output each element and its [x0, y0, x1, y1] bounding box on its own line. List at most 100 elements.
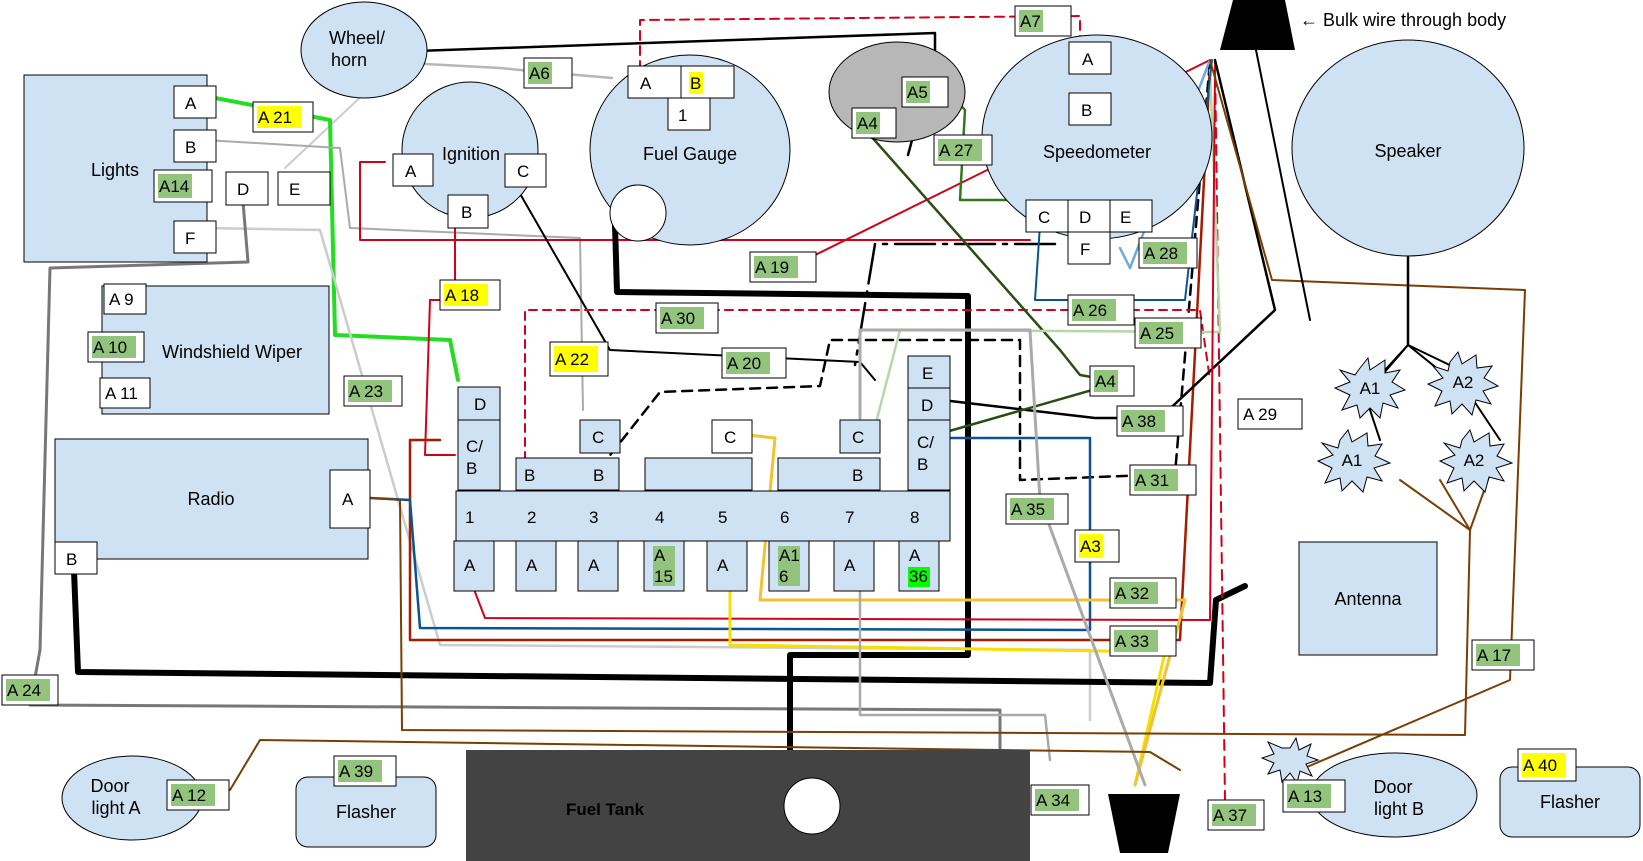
wire-label-highlight — [338, 760, 382, 782]
radio-pin-b-label: B — [66, 550, 77, 569]
fuse-top-c3 — [839, 419, 881, 454]
fuse-bottom-label: A — [717, 556, 729, 575]
bulk-top-connector — [1220, 0, 1295, 50]
wire-label-a29: A 29 — [1243, 405, 1277, 424]
fuel-tank-sender — [783, 777, 841, 835]
wire-label-a27: A 27 — [939, 141, 973, 160]
fuse-top-c1-label: C — [592, 428, 604, 447]
wire-label-highlight — [158, 174, 192, 198]
wire-label-a7: A7 — [1020, 12, 1041, 31]
wire-red-a32 — [474, 69, 1216, 621]
wire-label-highlight — [1094, 370, 1118, 392]
wire-label-highlight — [1121, 410, 1165, 432]
fuel-pin-b — [680, 65, 735, 99]
wire-label-a4-top: A4 — [857, 114, 878, 133]
wire-label-highlight — [444, 284, 488, 306]
lights-pin-e-label: E — [289, 180, 300, 199]
wire-brown-radio — [371, 479, 1471, 736]
spd-pin-b-label: B — [1081, 101, 1092, 120]
wire-label-highlight — [1476, 644, 1520, 666]
wire-black-spdf — [853, 242, 1057, 367]
fuel-pin-b-highlight — [689, 72, 703, 94]
wire-label-a11: A 11 — [105, 384, 138, 403]
wire-label-a39: A 39 — [339, 762, 373, 781]
wire-label-a17: A 17 — [1477, 646, 1511, 665]
wire-label-highlight — [1134, 469, 1178, 491]
fuse-top-d2 — [907, 387, 951, 421]
star-a1-bottom-label: A1 — [1342, 451, 1363, 470]
ign-pin-c-label: C — [517, 162, 529, 181]
speedometer-label: Speedometer — [1043, 142, 1151, 162]
speaker-label: Speaker — [1374, 141, 1441, 161]
wire-label-a9: A 9 — [109, 290, 134, 309]
fuse-bottom-box — [706, 540, 748, 592]
fuse-top-d2-label: D — [921, 396, 933, 415]
speaker-stars: A1 A2 A1 A2 — [1260, 350, 1514, 785]
wire-label-a40: A 40 — [1523, 756, 1557, 775]
fuse-top-b3 — [777, 457, 881, 491]
wire-dgray-d — [28, 188, 1002, 762]
spd-pin-e-label: E — [1120, 208, 1131, 227]
wire-label-highlight — [938, 139, 982, 161]
lights-pin-a-label: A — [185, 94, 197, 113]
wire-lgray-f — [203, 226, 1092, 722]
radio-pin-a — [329, 469, 371, 529]
wire-label-a5: A5 — [907, 83, 928, 102]
radio-pin-a-label: A — [342, 490, 354, 509]
spd-pin-e — [1109, 199, 1153, 233]
wire-brown-a29 — [1209, 59, 1526, 771]
fuse-top-cb1 — [457, 419, 501, 491]
lights-pin-a — [173, 85, 217, 119]
wire-gray-fuse7b — [858, 590, 1052, 762]
flasher-left-label: Flasher — [336, 802, 396, 822]
wire-label-a13: A 13 — [1288, 787, 1322, 806]
wire-label-a30: A 30 — [661, 309, 695, 328]
wire-label-highlight — [1114, 582, 1158, 604]
fuse-bottom-label: A — [464, 556, 476, 575]
wire-label-a34: A 34 — [1036, 791, 1070, 810]
bulk-bottom-connector — [1108, 794, 1180, 853]
wire-label-a25: A 25 — [1140, 324, 1174, 343]
wire-label-highlight — [1079, 534, 1103, 558]
wire-blue-radio — [368, 436, 1092, 632]
wire-yellow-a33 — [728, 590, 1167, 787]
wire-label-a21: A 21 — [258, 108, 292, 127]
wire-lgreen-a25 — [868, 68, 1222, 448]
fuse-top-b2-label: B — [593, 466, 604, 485]
ign-pin-b — [447, 194, 489, 229]
wire-label-highlight — [1522, 753, 1566, 777]
fuse-number: 5 — [718, 508, 727, 527]
wire-label-a31: A 31 — [1135, 471, 1169, 490]
lights-pin-d-label: D — [237, 180, 249, 199]
fuel-gauge-knob — [609, 184, 667, 242]
wire-label-a3: A3 — [1080, 537, 1101, 556]
spd-pin-c-label: C — [1038, 208, 1050, 227]
wire-label-highlight — [528, 62, 552, 84]
fuse-top-b1-label: B — [524, 466, 535, 485]
wire-black-bulk — [1254, 44, 1311, 321]
fuse-top-c2 — [711, 419, 753, 454]
wire-oyellow-a32 — [746, 433, 1187, 787]
ign-pin-c — [504, 153, 547, 188]
fuel-pin-1-label: 1 — [678, 106, 687, 125]
fuse-bottom-highlight — [653, 546, 675, 586]
wire-label-highlight — [257, 106, 301, 128]
fuse-number: 6 — [780, 508, 789, 527]
wire-label-highlight — [348, 380, 392, 402]
lights-pin-b-label: B — [185, 138, 196, 157]
flasher-right-label: Flasher — [1540, 792, 1600, 812]
fuel-pin-a-label: A — [640, 74, 652, 93]
lights-pin-f — [173, 220, 217, 254]
fuse-bottom-label: A — [526, 556, 538, 575]
fuse-top-bb — [515, 457, 620, 491]
fuse-top-b3-label: B — [852, 466, 863, 485]
speaker: Speaker — [1291, 39, 1525, 257]
fuse-top-blank — [644, 457, 753, 491]
wire-dred-loop — [408, 63, 1212, 642]
wire-red-a18 — [424, 214, 456, 456]
wire-label-a32: A 32 — [1115, 584, 1149, 603]
